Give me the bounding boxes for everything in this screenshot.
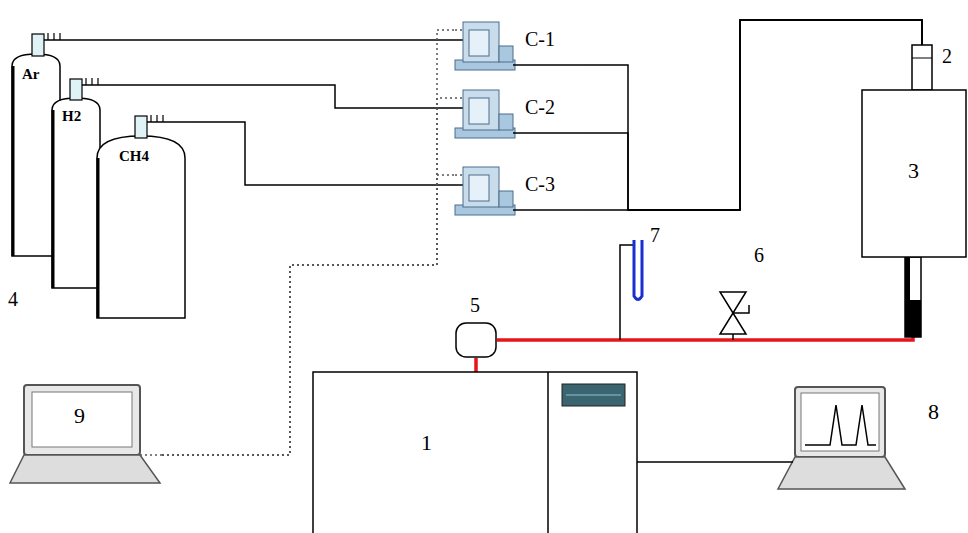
inlet-tube <box>912 45 932 90</box>
cylinder-valve <box>32 34 44 56</box>
controller-body <box>463 22 499 62</box>
branch-line <box>620 245 634 340</box>
valve-handle <box>151 115 163 122</box>
node-outline <box>10 383 162 487</box>
cylinder-edge <box>97 158 100 318</box>
cylinder-valve <box>70 79 82 100</box>
node-label: 5 <box>470 294 480 317</box>
instrument-display <box>562 384 625 406</box>
laptop-display <box>801 393 879 451</box>
valve-handle <box>86 78 98 85</box>
controller-body <box>463 167 499 207</box>
inlet-tube-ring <box>912 58 932 59</box>
chromatogram-trace <box>805 405 876 445</box>
callout-number: 4 <box>8 288 18 311</box>
cable-stub <box>778 461 793 463</box>
cylinder-body <box>97 136 185 318</box>
cylinder-valve <box>135 116 147 138</box>
node-label: 8 <box>928 399 939 425</box>
cable-stub <box>455 97 463 99</box>
node-label: 1 <box>421 430 432 456</box>
inlet-stub <box>455 39 463 41</box>
node-label: C-2 <box>525 96 555 119</box>
outlet-tube-end <box>905 300 921 337</box>
gas-line <box>190 122 455 185</box>
signal-cable <box>637 461 778 463</box>
node-outline <box>95 112 190 320</box>
outlet-stub <box>513 64 585 66</box>
node-label: CH4 <box>119 148 149 165</box>
mass-flow-controller: C-2 <box>455 88 585 140</box>
node-outline <box>455 88 585 140</box>
outlet-stub <box>513 132 585 134</box>
valve-handle <box>48 33 60 40</box>
controller-block <box>499 46 513 62</box>
controller-block <box>499 114 513 130</box>
node-label: C-1 <box>525 28 555 51</box>
gas-chromatograph: 1 <box>313 372 637 533</box>
controller-body <box>463 90 499 130</box>
inlet-stub <box>455 107 463 109</box>
exhaust-line <box>497 257 913 340</box>
laptop-base <box>778 457 905 489</box>
node-outline <box>778 385 952 492</box>
node-label: 3 <box>908 158 919 184</box>
controller-panel <box>469 30 489 56</box>
cable-stub <box>140 454 162 456</box>
sample-line <box>474 358 478 372</box>
cylinder-edge <box>52 110 55 288</box>
callout-number: 7 <box>650 224 660 247</box>
instrument-case <box>313 372 637 533</box>
cable-stub <box>455 29 463 31</box>
laptop-base <box>10 455 160 483</box>
laptop-display <box>32 392 132 447</box>
gas-line <box>112 85 455 108</box>
mass-flow-controller: C-3 <box>455 165 585 217</box>
controller-panel <box>469 98 489 124</box>
control-laptop: 9 <box>10 383 162 487</box>
node-label: Ar <box>22 66 40 83</box>
sampling-valve: 5 <box>455 292 497 358</box>
valve-stem <box>732 334 734 340</box>
controller-panel <box>469 175 489 201</box>
case-divider <box>547 372 549 533</box>
node-outline <box>455 20 585 72</box>
node-outline <box>455 165 585 217</box>
analysis-laptop: 8 <box>778 385 952 492</box>
controller-block <box>499 191 513 207</box>
cable-stub <box>455 174 463 176</box>
gas-cylinder: CH4 <box>95 112 190 320</box>
outlet-tube <box>905 257 921 337</box>
cylinder-body <box>52 98 100 288</box>
valve-body <box>456 323 496 357</box>
callout-number: 6 <box>754 244 764 267</box>
node-outline <box>313 372 637 533</box>
valve-handle <box>733 305 749 313</box>
inlet-stub <box>455 184 463 186</box>
cylinder-edge <box>12 66 15 256</box>
laptop-screen <box>795 387 885 457</box>
display-trace <box>566 394 621 395</box>
mass-flow-controller: C-1 <box>455 20 585 72</box>
node-label: 9 <box>74 403 85 429</box>
callout-number: 2 <box>942 45 952 68</box>
node-label: C-3 <box>525 173 555 196</box>
outlet-stub <box>513 209 585 211</box>
laptop-screen <box>24 385 140 455</box>
valve-outlet <box>147 121 190 123</box>
gas-line <box>62 39 455 41</box>
box-outline <box>862 90 966 257</box>
node-label: H2 <box>62 108 81 125</box>
reactor-furnace: 3 <box>862 90 966 257</box>
u-tube-manometer <box>634 240 642 300</box>
valve-outlet <box>44 39 62 41</box>
